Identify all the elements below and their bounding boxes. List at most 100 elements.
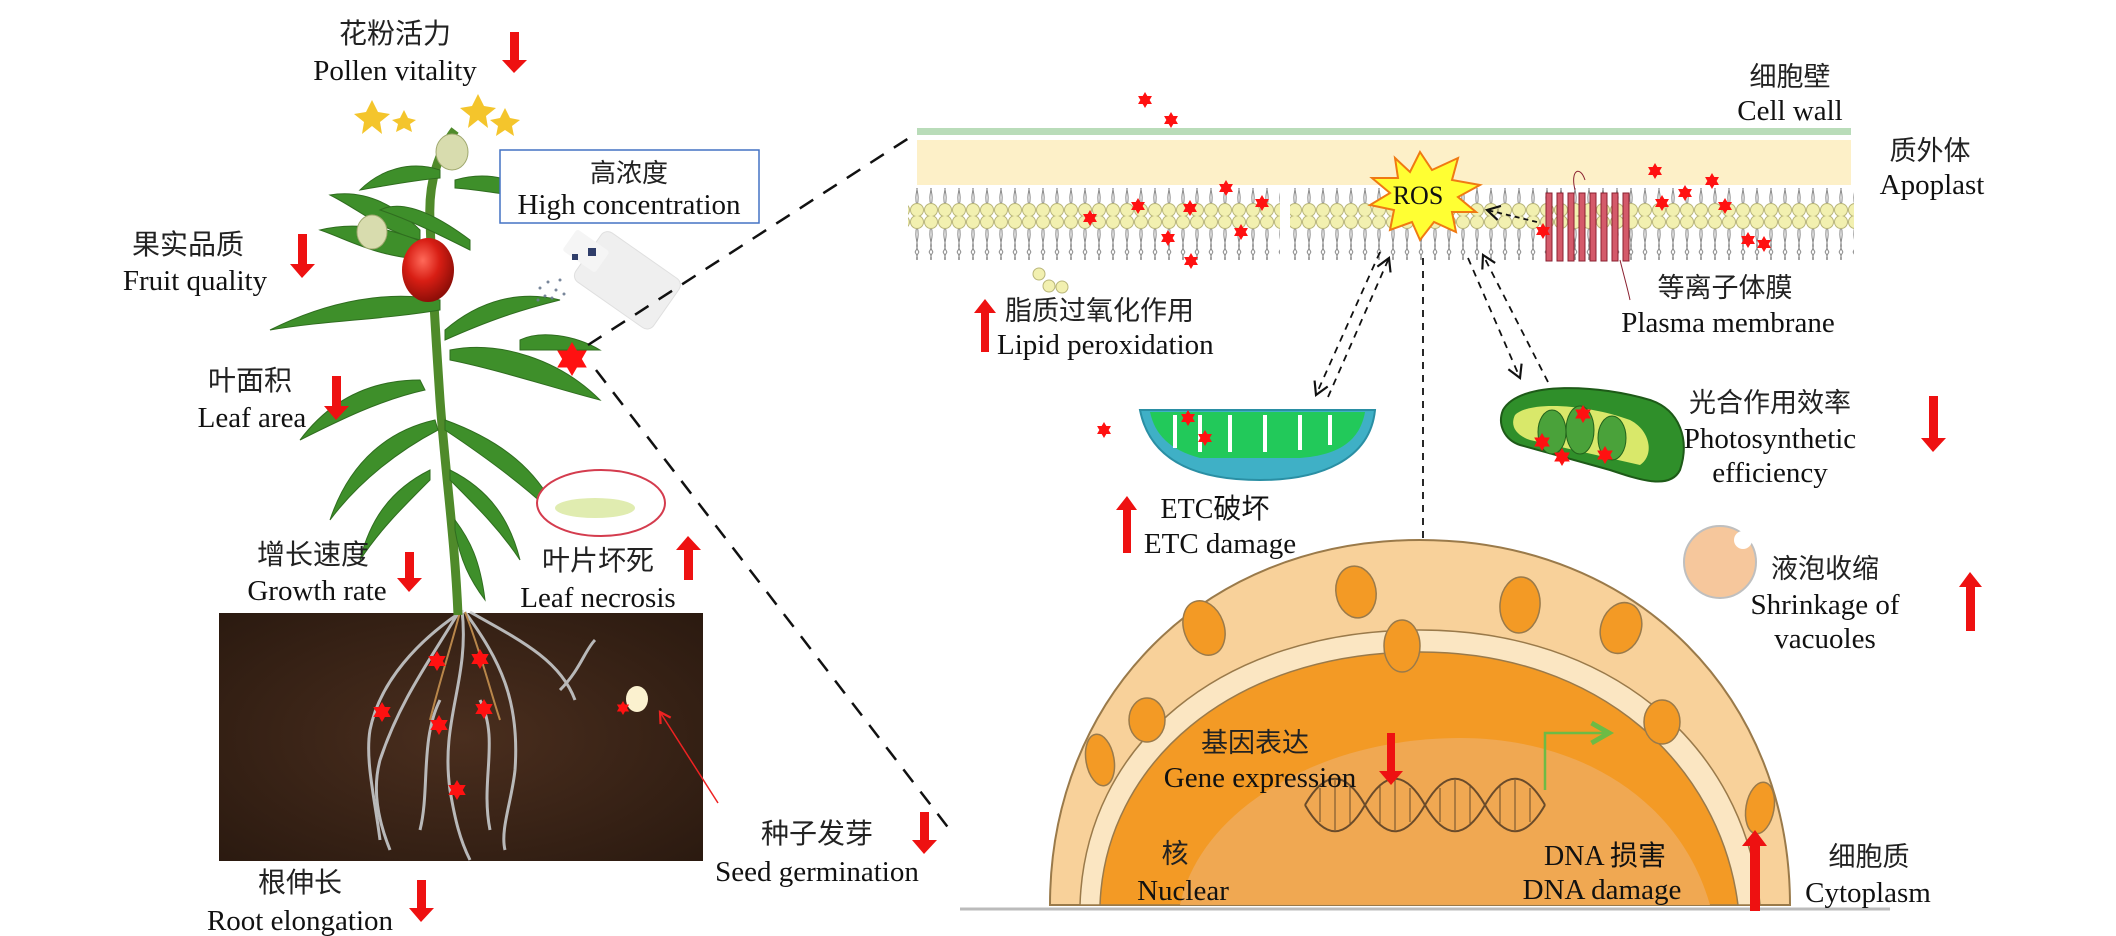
cell-illustration: ROS [908, 62, 1984, 911]
seed [626, 686, 648, 712]
trend-up-arrow-icon [676, 536, 701, 580]
trend-down-arrow-icon [409, 880, 434, 922]
mitochondrion-icon [1138, 409, 1377, 482]
svg-text:Lipid peroxidation: Lipid peroxidation [997, 329, 1214, 361]
svg-text:基因表达: 基因表达 [1201, 728, 1309, 759]
green-tomato [435, 133, 469, 171]
trend-down-arrow-icon [502, 32, 527, 73]
svg-text:Leaf area: Leaf area [198, 402, 307, 434]
label-root-elongation: 根伸长 Root elongation [207, 866, 434, 936]
high-concentration-en: High concentration [517, 189, 741, 221]
svg-text:vacuoles: vacuoles [1774, 623, 1875, 655]
svg-text:脂质过氧化作用: 脂质过氧化作用 [1005, 296, 1194, 327]
label-fruit-quality: 果实品质 Fruit quality [123, 228, 315, 297]
svg-text:等离子体膜: 等离子体膜 [1658, 273, 1793, 304]
detached-lipids [1032, 267, 1069, 294]
svg-text:核: 核 [1162, 839, 1189, 870]
label-leaf-area: 叶面积 Leaf area [198, 364, 349, 434]
label-photosynthetic-efficiency: 光合作用效率 Photosynthetic efficiency [1684, 388, 1946, 489]
svg-text:Cell wall: Cell wall [1737, 95, 1843, 127]
svg-text:Shrinkage of: Shrinkage of [1751, 589, 1900, 621]
svg-text:叶片坏死: 叶片坏死 [542, 544, 654, 577]
label-growth-rate: 增长速度 Growth rate [247, 538, 422, 607]
nucleus-illustration [1048, 538, 1792, 906]
stem [425, 127, 463, 616]
svg-text:DNA damage: DNA damage [1523, 874, 1682, 906]
transcription-arrow [1543, 733, 1609, 790]
green-tomato [356, 214, 388, 250]
label-cytoplasm: 细胞质 Cytoplasm [1805, 842, 1931, 909]
svg-text:液泡收缩: 液泡收缩 [1771, 554, 1879, 585]
svg-text:DNA 损害: DNA 损害 [1544, 840, 1666, 872]
svg-text:花粉活力: 花粉活力 [339, 17, 451, 50]
trend-down-arrow-icon [324, 376, 349, 420]
soil-block [219, 613, 703, 861]
trend-down-arrow-icon [397, 552, 422, 592]
trend-down-arrow-icon [1921, 396, 1946, 452]
label-plasma-membrane: 等离子体膜 Plasma membrane [1621, 273, 1834, 339]
cell-wall-band [917, 128, 1851, 135]
nuclear-pores [1084, 565, 1776, 835]
trend-down-arrow-icon [290, 234, 315, 278]
label-cell-wall: 细胞壁 Cell wall [1737, 62, 1843, 127]
label-nuclear: 核 Nuclear [1137, 839, 1229, 907]
svg-text:Gene expression: Gene expression [1164, 762, 1357, 794]
svg-text:Growth rate: Growth rate [247, 575, 386, 607]
plant-illustration: 高浓度 High concentration 花粉活力 Pollen vital… [123, 17, 951, 936]
high-concentration-zh: 高浓度 [590, 159, 668, 189]
svg-text:细胞壁: 细胞壁 [1750, 62, 1831, 93]
svg-text:Root elongation: Root elongation [207, 905, 394, 936]
label-lipid-peroxidation: 脂质过氧化作用 Lipid peroxidation [974, 296, 1214, 361]
trend-up-arrow-icon [1742, 830, 1767, 911]
svg-text:Leaf necrosis: Leaf necrosis [520, 582, 675, 614]
svg-text:种子发芽: 种子发芽 [761, 817, 873, 850]
high-concentration-box [499, 149, 760, 224]
label-seed-germination: 种子发芽 Seed germination [715, 812, 937, 888]
svg-text:果实品质: 果实品质 [132, 228, 244, 261]
ros-star-icon [1164, 112, 1178, 128]
trend-up-arrow-icon [1959, 572, 1982, 631]
spray-bottle-icon [536, 230, 681, 330]
label-apoplast: 质外体 Apoplast [1880, 136, 1985, 201]
roots [367, 609, 597, 861]
ros-star-icon [1138, 92, 1152, 108]
trend-down-arrow-icon [912, 812, 937, 854]
svg-text:Seed germination: Seed germination [715, 856, 919, 888]
lipid-bilayer-left [908, 188, 1280, 260]
svg-text:细胞质: 细胞质 [1829, 842, 1910, 873]
label-leaf-necrosis: 叶片坏死 Leaf necrosis [520, 536, 701, 614]
svg-text:ETC破坏: ETC破坏 [1161, 493, 1270, 525]
flowers [354, 94, 520, 136]
zoom-line-upper [587, 134, 913, 347]
svg-text:根伸长: 根伸长 [258, 866, 342, 899]
zoom-line-lower [595, 369, 951, 831]
svg-text:光合作用效率: 光合作用效率 [1689, 388, 1851, 419]
svg-text:Nuclear: Nuclear [1137, 875, 1229, 907]
ros-label: ROS [1393, 181, 1444, 210]
vacuole-icon [1683, 525, 1757, 599]
chloroplast-icon [1500, 387, 1685, 483]
svg-text:Cytoplasm: Cytoplasm [1805, 877, 1931, 909]
svg-text:叶面积: 叶面积 [208, 364, 292, 397]
trend-down-arrow-icon [1379, 733, 1403, 785]
dna-helix-icon [1304, 777, 1546, 833]
red-tomato [402, 238, 454, 302]
label-dna-damage: DNA 损害 DNA damage [1523, 830, 1767, 911]
svg-text:Plasma membrane: Plasma membrane [1621, 307, 1834, 339]
label-etc-damage: ETC破坏 ETC damage [1116, 493, 1296, 560]
svg-text:Photosynthetic: Photosynthetic [1684, 423, 1856, 455]
label-gene-expression: 基因表达 Gene expression [1164, 728, 1403, 794]
svg-text:efficiency: efficiency [1712, 457, 1828, 489]
svg-text:Pollen vitality: Pollen vitality [313, 55, 477, 87]
ros-star-icon [1097, 422, 1111, 438]
seed-pointer-line [658, 710, 719, 804]
svg-text:增长速度: 增长速度 [257, 538, 369, 571]
necrotic-leaf [555, 498, 635, 518]
svg-text:质外体: 质外体 [1890, 136, 1971, 167]
trend-up-arrow-icon [974, 299, 996, 352]
svg-text:ETC damage: ETC damage [1144, 528, 1296, 560]
svg-text:Fruit quality: Fruit quality [123, 265, 268, 297]
svg-text:Apoplast: Apoplast [1880, 169, 1985, 201]
ros-burst [1367, 150, 1483, 242]
